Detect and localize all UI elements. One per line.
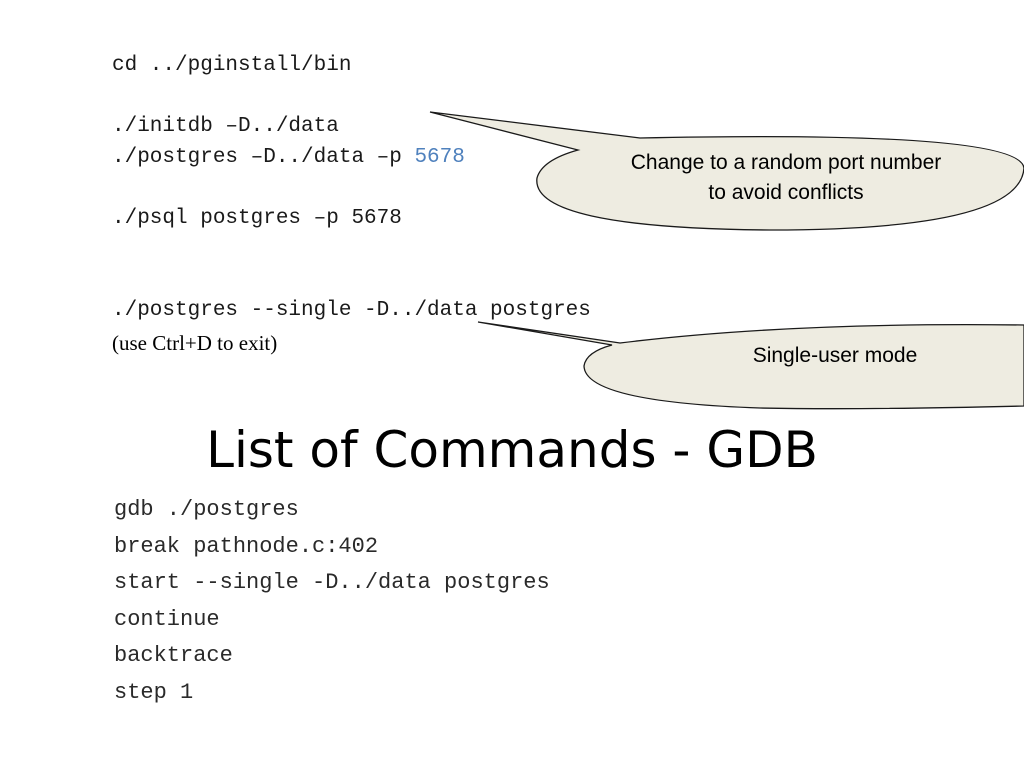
command-postgres-prefix: ./postgres –D../data –p <box>112 146 415 169</box>
gdb-command: continue <box>114 606 220 632</box>
command-initdb: ./initdb –D../data <box>112 115 339 138</box>
command-postgres-port: 5678 <box>414 146 465 169</box>
command-postgres: ./postgres –D../data –p 5678 <box>112 146 465 170</box>
callout-port-text: Change to a random port number to avoid … <box>630 151 942 204</box>
callout-port-bubble <box>429 111 1024 231</box>
callout-single-user-bubble <box>477 321 1024 410</box>
gdb-command: backtrace <box>114 643 233 669</box>
gdb-command: break pathnode.c:402 <box>114 533 379 559</box>
exit-note: (use Ctrl+D to exit) <box>112 331 278 355</box>
gdb-command-list: gdb ./postgres break pathnode.c:402 star… <box>114 492 550 712</box>
slide-title: List of Commands - GDB <box>206 421 818 479</box>
command-single: ./postgres --single -D../data postgres <box>112 299 591 322</box>
callout-single-user-text: Single-user mode <box>752 344 918 367</box>
gdb-command: start --single -D../data postgres <box>114 570 550 596</box>
command-cd: cd ../pginstall/bin <box>112 54 352 77</box>
gdb-command: gdb ./postgres <box>114 497 299 522</box>
gdb-command: step 1 <box>114 679 194 705</box>
command-psql: ./psql postgres –p 5678 <box>112 207 402 230</box>
